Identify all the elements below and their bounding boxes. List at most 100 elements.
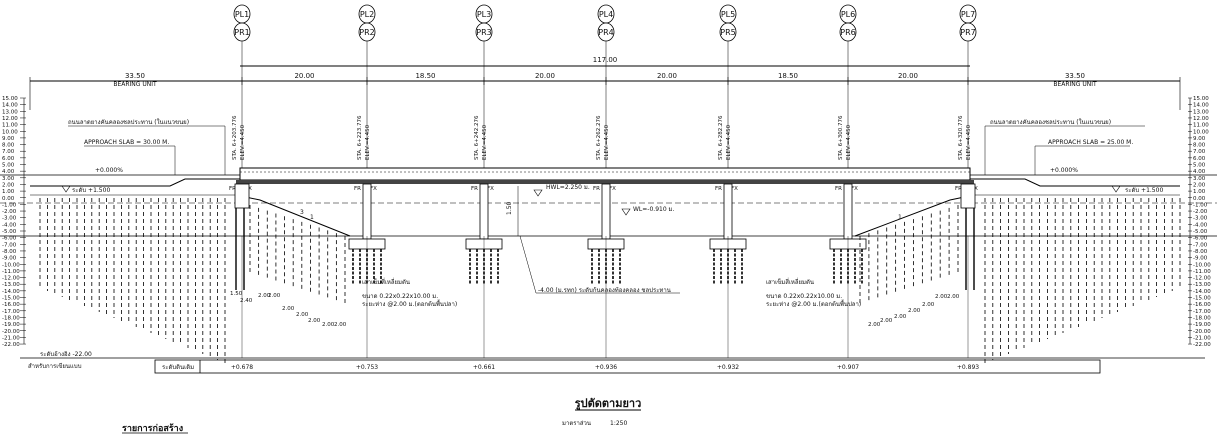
- fx-label: FX: [609, 186, 616, 192]
- table-values: +0.678+0.753+0.661+0.936+0.932+0.907+0.8…: [231, 236, 979, 371]
- span-dimension: 18.50: [778, 72, 798, 80]
- pier-label-bottom: PR5: [720, 28, 735, 37]
- pier-label-bottom: PR2: [359, 28, 374, 37]
- axis-tick-right: -4.00: [1193, 222, 1208, 228]
- road-note-right: ถนนลาดยางคันคลองชลประทาน (ในแนวขนย): [990, 118, 1111, 126]
- axis-tick-left: 5.00: [2, 163, 15, 169]
- axis-tick-right: -6.00: [1193, 236, 1208, 242]
- axis-tick-left: -21.00: [2, 335, 20, 341]
- axis-tick-right: 6.00: [1193, 156, 1206, 162]
- pier-elev: ELEV.=4.450: [966, 124, 972, 160]
- axis-tick-right: -7.00: [1193, 242, 1208, 248]
- dim-150b-label: 1.50: [230, 291, 243, 297]
- dimension-lines: 117.00 33.50 BEARING UNIT 33.50 BEARING …: [30, 56, 1180, 88]
- pier-label-bottom: PR7: [960, 28, 975, 37]
- axis-tick-left: -19.00: [2, 322, 20, 328]
- road-note-left: ถนนลาดยางคันคลองชลประทาน (ในแนวขนย): [68, 118, 189, 126]
- axis-tick-left: 7.00: [2, 149, 15, 155]
- pier-label-bottom: PR4: [598, 28, 613, 37]
- stagger-dim-left: 2.00: [308, 318, 321, 324]
- dim-150-label: 1.50: [506, 201, 513, 215]
- pier-column: [479, 183, 489, 240]
- wl-marker: [621, 208, 631, 216]
- axis-tick-left: -8.00: [2, 249, 17, 255]
- axis-tick-left: 12.00: [2, 116, 18, 122]
- axis-tick-right: -8.00: [1193, 249, 1208, 255]
- stagger-dim-left: 2.00: [322, 322, 335, 328]
- pier-elev: ELEV.=4.450: [240, 124, 246, 160]
- pier-column: [843, 183, 853, 240]
- axis-tick-left: -3.00: [2, 216, 17, 222]
- axis-tick-left: 8.00: [2, 143, 15, 149]
- axis-tick-right: -16.00: [1193, 302, 1211, 308]
- pier-station: STA. 6+262.276: [596, 115, 602, 160]
- axis-tick-left: 13.00: [2, 109, 18, 115]
- table-row-label: สำหรับการเขียนแบบ: [28, 362, 82, 370]
- ground-level-value: +0.661: [473, 364, 495, 371]
- axis-tick-right: 12.00: [1193, 116, 1209, 122]
- pier-label-top: PL4: [599, 10, 613, 19]
- axis-tick-left: -6.00: [2, 236, 17, 242]
- axis-tick-right: -12.00: [1193, 276, 1211, 282]
- axis-tick-left: 10.00: [2, 129, 18, 135]
- fr-label: FR: [715, 186, 722, 192]
- table-cell-label: ระดับดินเดิม: [162, 364, 194, 371]
- ground-level-value: +0.932: [717, 364, 739, 371]
- axis-tick-left: -15.00: [2, 296, 20, 302]
- pile-size-left: ขนาด 0.22x0.22x10.00 ม.: [362, 293, 438, 300]
- stagger-dim-left: 2.00: [258, 293, 271, 299]
- axis-tick-left: -13.00: [2, 282, 20, 288]
- ground-level-value: +0.753: [356, 364, 378, 371]
- fx-label: FX: [487, 186, 494, 192]
- pier-station: STA. 6+242.276: [474, 115, 480, 160]
- pier-column: [723, 183, 733, 240]
- pier-elev: ELEV.=4.450: [365, 124, 371, 160]
- axis-tick-right: 3.00: [1193, 176, 1206, 182]
- span-dimension: 20.00: [898, 72, 918, 80]
- total-length-label: 117.00: [593, 56, 618, 64]
- ground-level-value: +0.907: [837, 364, 859, 371]
- axis-tick-left: -12.00: [2, 276, 20, 282]
- axis-tick-left: -10.00: [2, 262, 20, 268]
- axis-tick-left: -4.00: [2, 222, 17, 228]
- pier-elev: ELEV.=4.450: [604, 124, 610, 160]
- section-title: รูปตัดตามยาว: [575, 397, 642, 411]
- axis-tick-right: -11.00: [1193, 269, 1211, 275]
- axis-tick-right: 9.00: [1193, 136, 1206, 142]
- fr-label: FR: [354, 186, 361, 192]
- pier-label-top: PL5: [721, 10, 735, 19]
- stagger-dim-left: 2.00: [296, 312, 309, 318]
- fr-label: FR: [835, 186, 842, 192]
- span-dimension: 20.00: [294, 72, 314, 80]
- pier-station: STA. 6+320.776: [958, 115, 964, 160]
- pile-size-right: ขนาด 0.22x0.22x10.00 ม.: [766, 293, 842, 300]
- pier-station: STA. 6+300.776: [838, 115, 844, 160]
- grade-right: +0.000%: [1050, 167, 1078, 174]
- axis-tick-left: 11.00: [2, 123, 18, 129]
- axis-tick-right: -18.00: [1193, 315, 1211, 321]
- axis-tick-right: 10.00: [1193, 129, 1209, 135]
- pier-station: STA. 6+203.776: [232, 115, 238, 160]
- stagger-dim-right: 2.00: [922, 302, 935, 308]
- pier-label-top: PL6: [841, 10, 855, 19]
- pier-label-bottom: PR1: [234, 28, 249, 37]
- datum-label: ระดับอ้างอิง -22.00: [40, 351, 92, 358]
- hwl-marker: [533, 189, 543, 197]
- axis-tick-left: 9.00: [2, 136, 15, 142]
- axis-tick-left: 3.00: [2, 176, 15, 182]
- axis-tick-right: -10.00: [1193, 262, 1211, 268]
- axis-tick-right: 7.00: [1193, 149, 1206, 155]
- pier-station: STA. 6+282.276: [718, 115, 724, 160]
- ground-level-value: +0.936: [595, 364, 617, 371]
- slope-run-left: 1: [310, 214, 314, 221]
- axis-tick-left: 6.00: [2, 156, 15, 162]
- stagger-dim-right: 2.00: [908, 308, 921, 314]
- stagger-dim-left: 2.00: [334, 322, 347, 328]
- axis-tick-right: -13.00: [1193, 282, 1211, 288]
- fx-label: FX: [370, 186, 377, 192]
- axis-tick-right: 1.00: [1193, 189, 1206, 195]
- axis-tick-right: -22.00: [1193, 342, 1211, 348]
